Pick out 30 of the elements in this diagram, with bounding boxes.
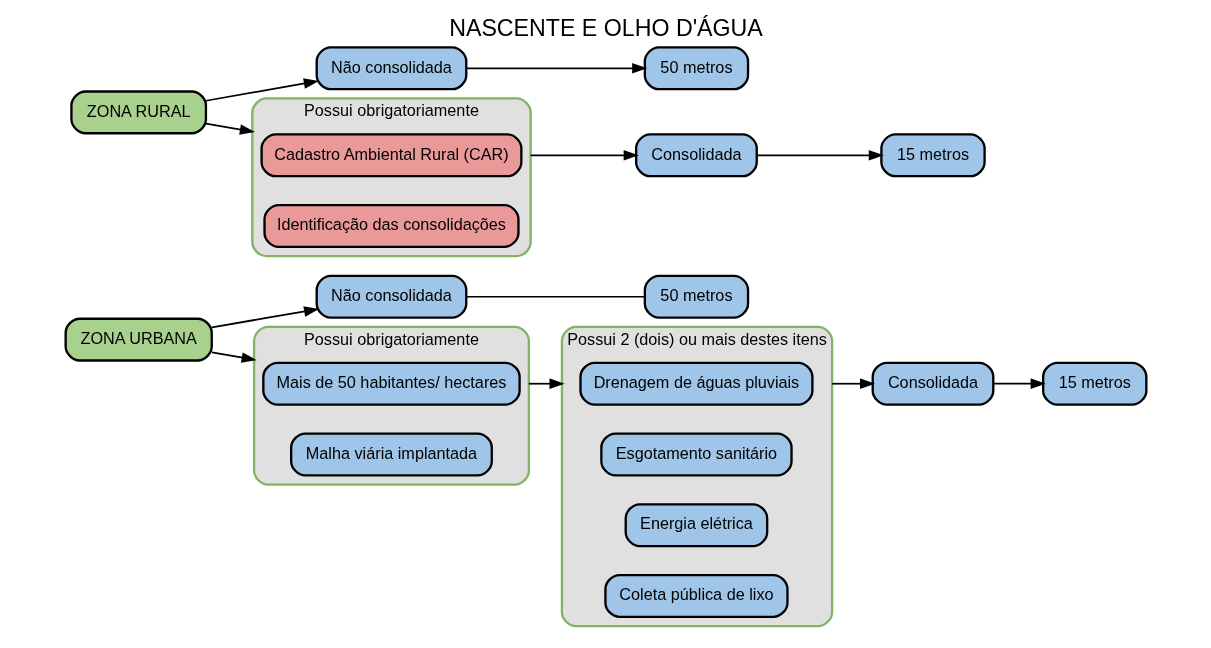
arrow xyxy=(527,378,565,389)
node-box: 15 metros xyxy=(1041,361,1147,406)
connector xyxy=(464,295,645,298)
node-box: Consolidada xyxy=(634,133,758,178)
node-box: Consolidada xyxy=(871,361,994,406)
node-box: ZONA URBANA xyxy=(64,317,213,362)
node-box: Não consolidada xyxy=(315,274,467,319)
node-box: Mais de 50 habitantes/ hectares xyxy=(261,361,521,406)
diagram-title: NASCENTE E OLHO D'ÁGUA xyxy=(448,14,763,41)
arrow xyxy=(204,78,319,102)
arrow xyxy=(830,378,875,389)
arrow xyxy=(210,306,319,329)
arrow xyxy=(992,378,1046,389)
arrow xyxy=(529,150,639,161)
node-box: 50 metros xyxy=(643,274,749,319)
arrow xyxy=(204,122,255,135)
node-box: Malha viária implantada xyxy=(289,432,493,477)
node-box: Identificação das consolidações xyxy=(262,204,520,249)
node-box: Drenagem de águas pluviais xyxy=(578,361,814,406)
arrow xyxy=(210,351,257,363)
node-box: Coleta pública de lixo xyxy=(603,573,789,618)
node-box: 15 metros xyxy=(879,133,986,178)
node-box: Esgotamento sanitário xyxy=(599,432,793,477)
node-box: 50 metros xyxy=(643,46,749,91)
arrow xyxy=(464,63,647,74)
node-box: Não consolidada xyxy=(315,46,467,91)
node-box: ZONA RURAL xyxy=(69,90,207,135)
node-box: Cadastro Ambiental Rural (CAR) xyxy=(259,133,522,178)
arrow xyxy=(755,150,884,161)
node-box: Energia elétrica xyxy=(624,503,768,548)
